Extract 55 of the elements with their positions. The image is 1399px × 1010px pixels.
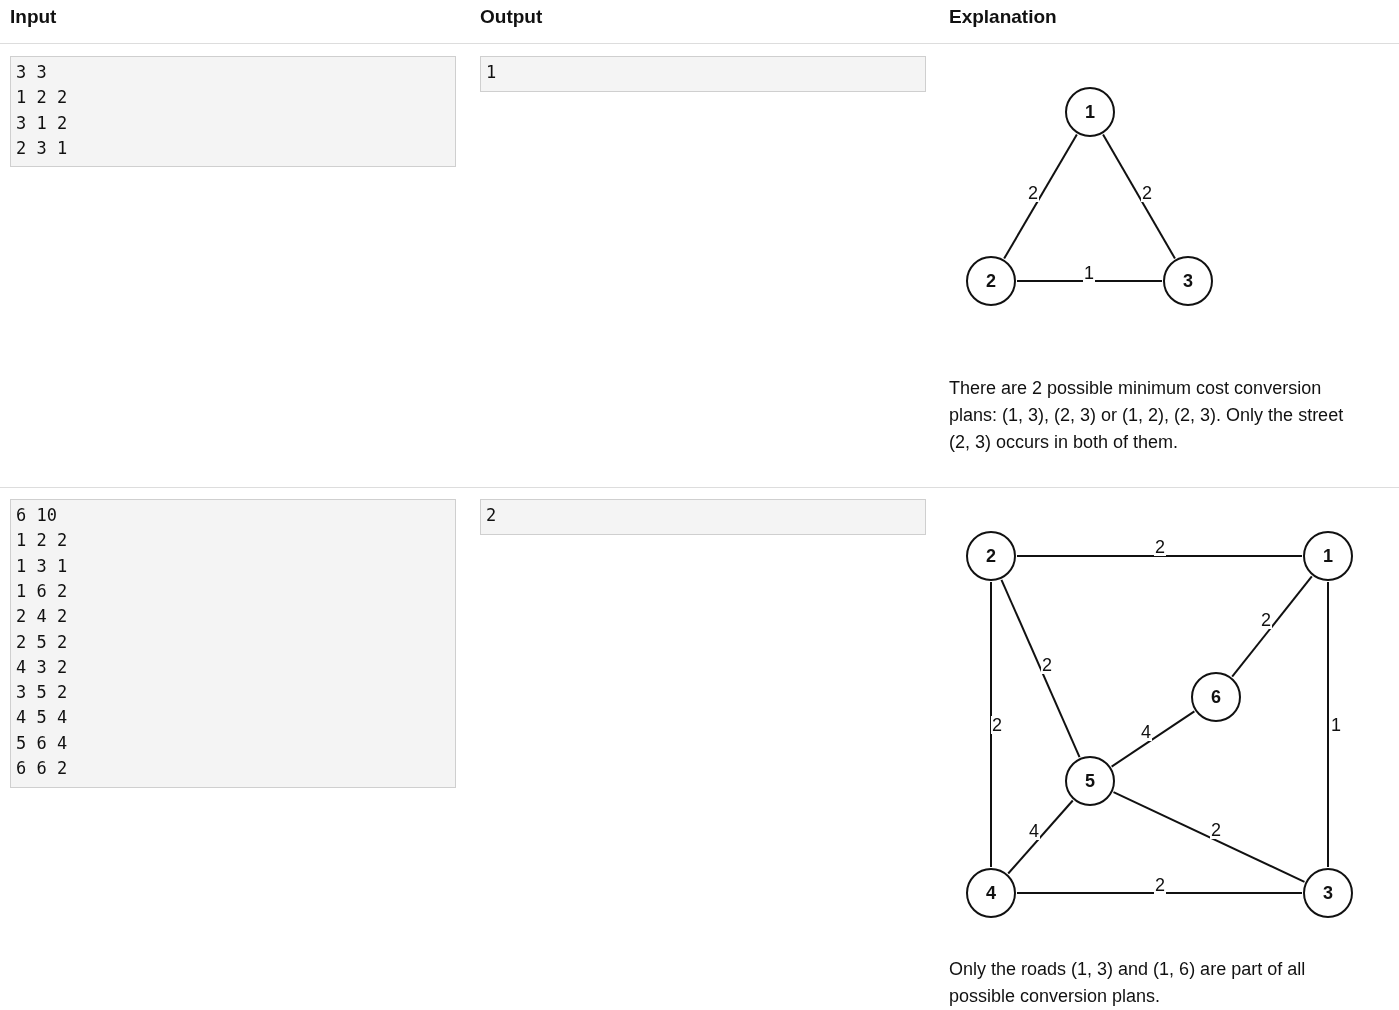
graph-edge (1000, 578, 1081, 759)
code-line: 6 10 (16, 505, 57, 525)
edge-label: 2 (1141, 184, 1153, 202)
edge-label: 2 (1154, 876, 1166, 894)
graph-edge (1102, 133, 1176, 260)
vertex-circle: 2 (966, 256, 1016, 306)
code-line: 2 3 1 (16, 137, 68, 158)
column-header: Input (10, 6, 57, 28)
code-line: 2 (486, 505, 497, 525)
graph-edge (1110, 710, 1196, 768)
code-line: 1 (486, 62, 497, 82)
graph-edge (1112, 791, 1306, 883)
edge-label: 2 (1210, 821, 1222, 839)
code-line: 1 3 1 (16, 555, 68, 576)
graph-edge (990, 581, 992, 868)
code-line: 1 2 2 (16, 530, 68, 551)
edge-label: 2 (1154, 538, 1166, 556)
edge-label: 1 (1083, 264, 1095, 282)
code-line: 4 5 4 (16, 707, 68, 728)
code-line: 2 4 2 (16, 606, 68, 627)
edge-label: 4 (1028, 822, 1040, 840)
code-line: 3 1 2 (16, 112, 68, 133)
edge-label: 2 (1027, 184, 1039, 202)
graph-edge (1327, 581, 1329, 868)
column-header: Output (480, 6, 543, 28)
vertex-circle: 3 (1163, 256, 1213, 306)
vertex-circle: 5 (1065, 756, 1115, 806)
edge-label: 1 (1330, 716, 1342, 734)
graph-edge (1016, 280, 1163, 282)
code-line: 1 6 2 (16, 580, 68, 601)
code-line: 6 6 2 (16, 758, 68, 778)
explanation-text: Only the roads (1, 3) and (1, 6) are part of all possible conversion plans. (949, 958, 1307, 1008)
graph-edge (1003, 133, 1078, 260)
vertex-circle: 3 (1303, 868, 1353, 918)
code-line: 4 3 2 (16, 656, 68, 677)
code-line: 5 6 4 (16, 732, 68, 753)
edge-label: 2 (1041, 656, 1053, 674)
graph-edge (1231, 575, 1313, 678)
vertex-circle: 1 (1065, 87, 1115, 137)
explanation-text: There are 2 possible minimum cost conversion plans: (1, 3), (2, 3) or (1, 2), (2, 3). Only the street (2, 3) occurs in both of them. (949, 377, 1345, 454)
code-line: 3 3 (16, 62, 47, 82)
edge-label: 2 (991, 716, 1003, 734)
edge-label: 2 (1260, 611, 1272, 629)
vertex-circle: 1 (1303, 531, 1353, 581)
vertex-circle: 2 (966, 531, 1016, 581)
code-line: 1 2 2 (16, 87, 68, 108)
graph-edge (1016, 892, 1303, 894)
code-line: 3 5 2 (16, 682, 68, 703)
column-header: Explanation (949, 6, 1057, 28)
graph-edge (1016, 555, 1303, 557)
vertex-circle: 6 (1191, 672, 1241, 722)
graph-edge (1007, 799, 1074, 875)
vertex-circle: 4 (966, 868, 1016, 918)
code-line: 2 5 2 (16, 631, 68, 652)
edge-label: 4 (1140, 723, 1152, 741)
